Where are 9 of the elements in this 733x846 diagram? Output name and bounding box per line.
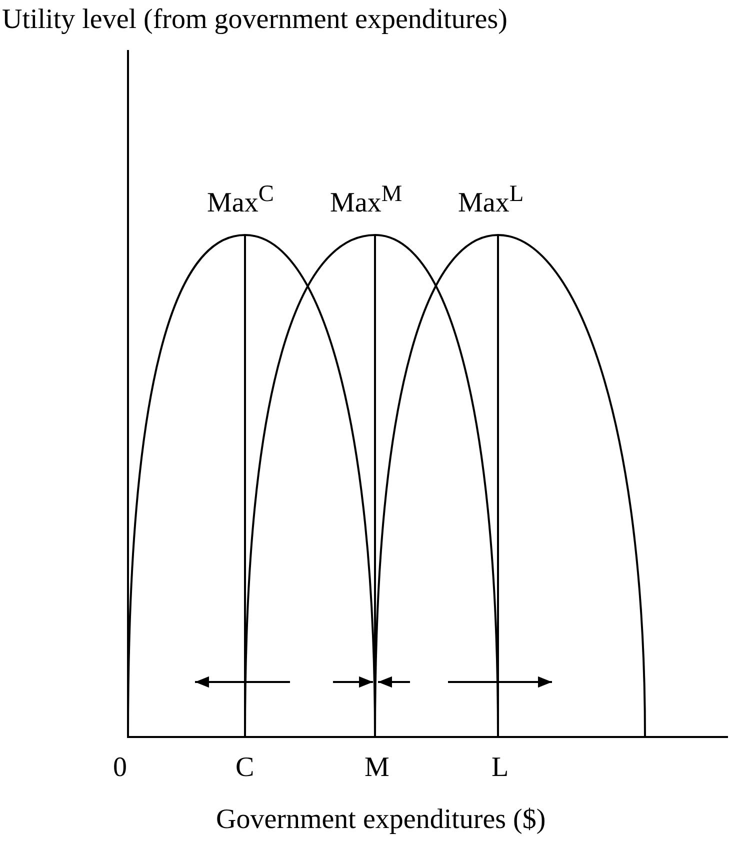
peak-label: Max$^{C}$ — [207, 180, 274, 220]
peak-label: Max$^{L}$ — [458, 180, 524, 220]
tick-label: L — [492, 752, 509, 784]
axis-label: Government expenditures ($) — [216, 804, 546, 836]
axis-label: Utility level (from government expenditures) — [2, 4, 508, 36]
peak-label: Max$^{M}$ — [330, 180, 402, 220]
tick-label: M — [364, 752, 390, 784]
tick-label: 0 — [113, 752, 127, 784]
tick-label: C — [236, 752, 254, 784]
